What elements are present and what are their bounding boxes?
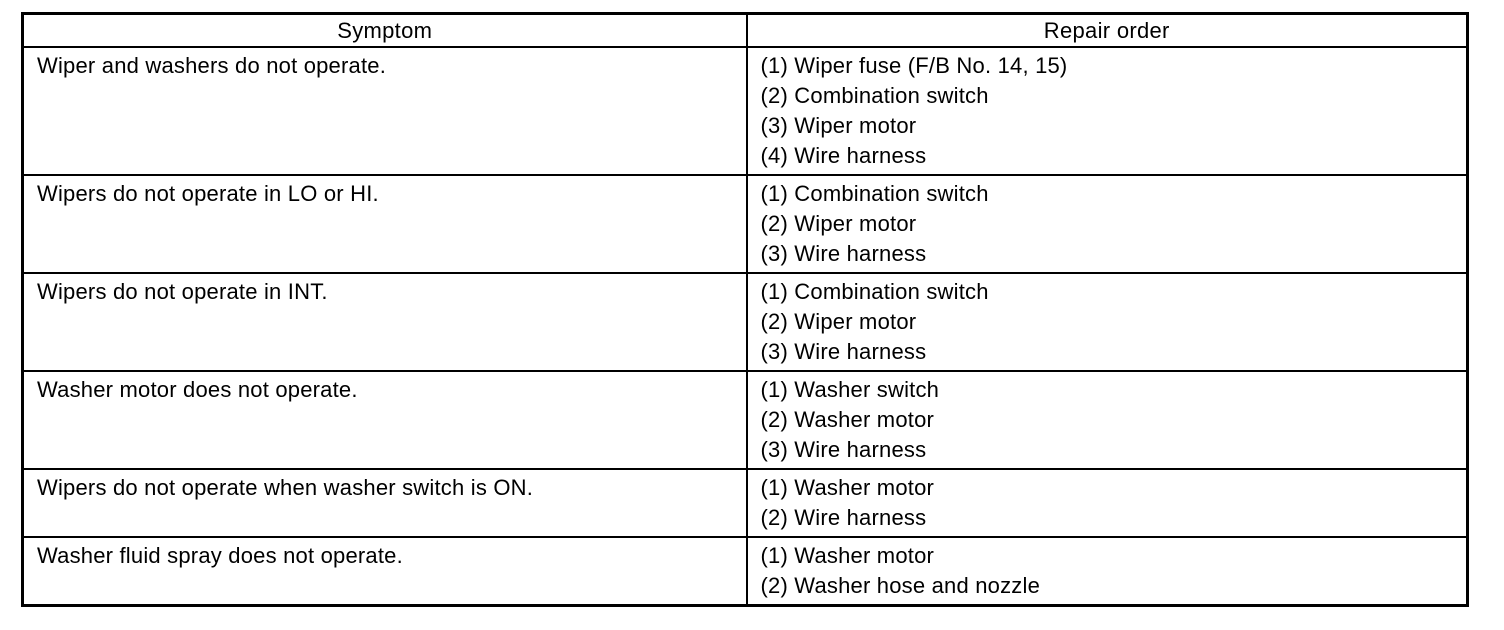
symptom-column-header: Symptom [21,12,748,48]
table-row: Washer motor does not operate. (1) Washe… [21,370,1469,470]
symptom-repair-table: Symptom Repair order Wiper and washers d… [21,12,1469,607]
repair-item: (2) Wiper motor [760,309,917,334]
repair-item: (1) Washer switch [760,377,940,402]
symptom-text: Washer fluid spray does not operate. [37,543,403,568]
symptom-cell: Wipers do not operate in INT. [21,272,748,372]
symptom-text: Wiper and washers do not operate. [37,53,387,78]
repair-item: (1) Combination switch [760,181,989,206]
repair-item: (2) Wiper motor [760,211,917,236]
repair-order-cell: (1) Washer motor (2) Wire harness [745,468,1469,538]
repair-item: (1) Washer motor [760,475,935,500]
repair-item: (1) Washer motor [760,543,935,568]
header-row: Symptom Repair order [21,12,1469,48]
repair-order-cell: (1) Washer switch (2) Washer motor (3) Wir… [745,370,1469,470]
table-body: Wiper and washers do not operate. (1) Wi… [21,46,1469,607]
symptom-cell: Wipers do not operate in LO or HI. [21,174,748,274]
symptom-text: Wipers do not operate when washer switch… [37,475,534,500]
symptom-text: Wipers do not operate in INT. [37,279,328,304]
table-row: Washer fluid spray does not operate. (1)… [21,536,1469,607]
repair-order-cell: (1) Wiper fuse (F/B No. 14, 15) (2) Combi… [745,46,1469,176]
repair-order-column-header: Repair order [745,12,1469,48]
symptom-cell: Washer motor does not operate. [21,370,748,470]
repair-item: (2) Wire harness [760,505,927,530]
symptom-text: Washer motor does not operate. [37,377,358,402]
repair-order-cell: (1) Combination switch (2) Wiper motor (3)… [745,272,1469,372]
symptom-cell: Wipers do not operate when washer switch… [21,468,748,538]
symptom-cell: Wiper and washers do not operate. [21,46,748,176]
repair-item: (2) Combination switch [760,83,989,108]
repair-item: (2) Washer motor [760,407,935,432]
table-row: Wiper and washers do not operate. (1) Wi… [21,46,1469,176]
repair-item: (2) Washer hose and nozzle [760,573,1041,598]
repair-item: (1) Combination switch [760,279,989,304]
repair-item: (3) Wire harness [760,339,927,364]
repair-list: (1) Washer motor (2) Wire harness [761,473,1457,533]
repair-list: (1) Washer switch (2) Washer motor (3) Wir… [761,375,1457,465]
repair-item: (3) Wire harness [760,241,927,266]
table-row: Wipers do not operate in INT. (1) Combin… [21,272,1469,372]
repair-order-cell: (1) Combination switch (2) Wiper motor (3)… [745,174,1469,274]
repair-item: (4) Wire harness [760,143,927,168]
repair-list: (1) Combination switch (2) Wiper motor (3)… [761,179,1457,269]
repair-list: (1) Wiper fuse (F/B No. 14, 15) (2) Combi… [761,51,1457,171]
repair-item: (1) Wiper fuse (F/B No. 14, 15) [760,53,1068,78]
repair-item: (3) Wiper motor [760,113,917,138]
repair-order-cell: (1) Washer motor (2) Washer hose and nozz… [745,536,1469,607]
repair-list: (1) Combination switch (2) Wiper motor (3)… [761,277,1457,367]
repair-list: (1) Washer motor (2) Washer hose and nozz… [761,541,1457,601]
table-row: Wipers do not operate when washer switch… [21,468,1469,538]
symptom-cell: Washer fluid spray does not operate. [21,536,748,607]
symptom-text: Wipers do not operate in LO or HI. [37,181,379,206]
table-row: Wipers do not operate in LO or HI. (1) C… [21,174,1469,274]
repair-item: (3) Wire harness [760,437,927,462]
